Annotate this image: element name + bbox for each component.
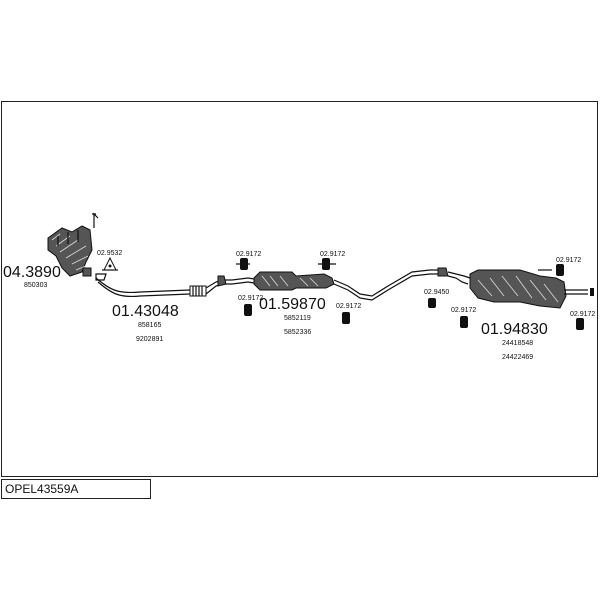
mount-code-label: 02.9172 xyxy=(320,251,345,258)
gasket-part[interactable] xyxy=(102,256,118,271)
clamp-code-label: 02.9450 xyxy=(424,289,449,296)
mount-icon[interactable] xyxy=(244,304,252,316)
manifold-part[interactable] xyxy=(47,225,93,277)
rear-silencer-part[interactable] xyxy=(447,269,594,309)
mount-icon[interactable] xyxy=(460,316,468,328)
front-pipe-ref1-label: 858165 xyxy=(138,322,161,329)
rear-code-label: 01.94830 xyxy=(481,321,548,338)
mount-icon[interactable] xyxy=(236,258,250,270)
middle-ref1-label: 5852119 xyxy=(284,315,311,322)
middle-ref2-label: 5852336 xyxy=(284,329,311,336)
mount-code-label: 02.9172 xyxy=(238,295,263,302)
mount-code-label: 02.9172 xyxy=(236,251,261,258)
rear-ref1-label: 24418548 xyxy=(502,340,533,347)
mount-code-label: 02.9172 xyxy=(451,307,476,314)
rear-ref2-label: 24422469 xyxy=(502,354,533,361)
manifold-code-label: 04.3890 xyxy=(3,264,61,281)
mount-icon[interactable] xyxy=(576,318,584,330)
clamp-icon[interactable] xyxy=(428,298,436,308)
front-pipe-ref2-label: 9202891 xyxy=(136,336,163,343)
gasket-code-label: 02.9532 xyxy=(97,250,122,257)
middle-silencer-part[interactable] xyxy=(247,267,449,301)
mount-icon[interactable] xyxy=(318,258,336,270)
mount-code-label: 02.9172 xyxy=(336,303,361,310)
middle-code-label: 01.59870 xyxy=(259,296,326,313)
mount-code-label: 02.9172 xyxy=(570,311,595,318)
front-pipe-part[interactable] xyxy=(95,275,249,298)
manifold-ref-label: 850303 xyxy=(24,282,47,289)
mount-icon[interactable] xyxy=(342,312,350,324)
title-box: OPEL43559A xyxy=(1,479,151,499)
mount-code-label: 02.9172 xyxy=(556,257,581,264)
mount-icon[interactable] xyxy=(538,264,564,276)
diagram-frame xyxy=(1,101,598,477)
front-pipe-code-label: 01.43048 xyxy=(112,303,179,320)
manifold-stud-icon xyxy=(92,212,99,228)
